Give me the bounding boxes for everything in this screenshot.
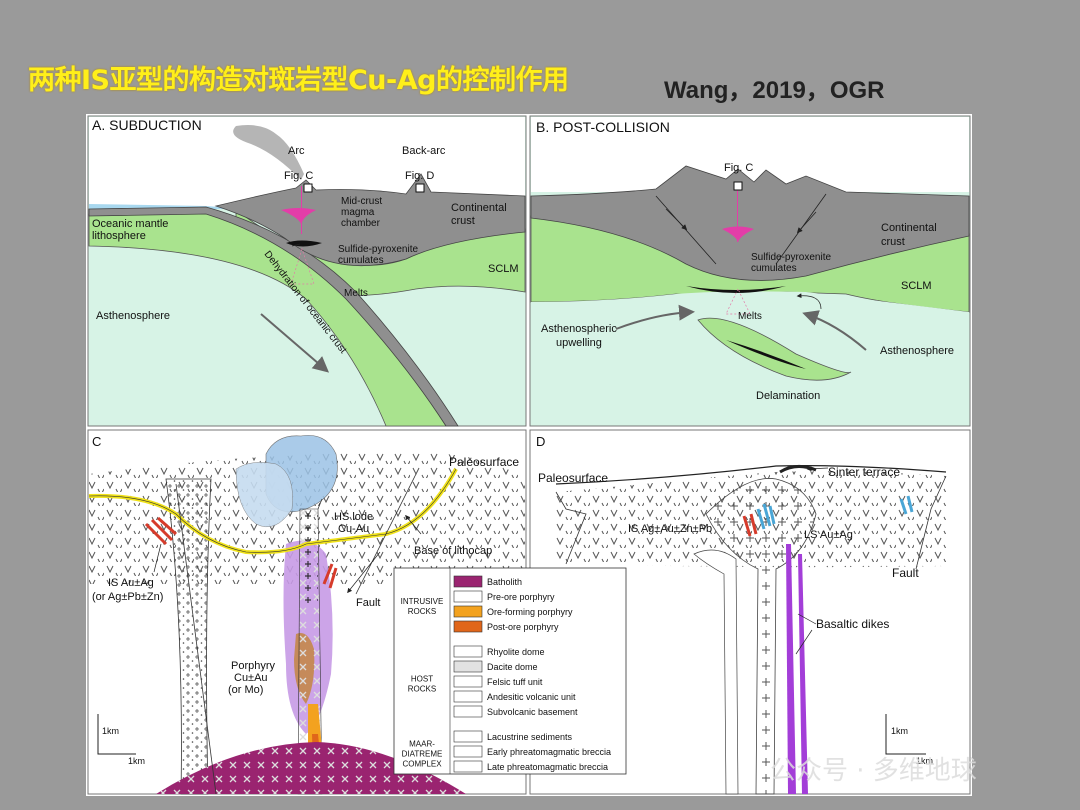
legend-item-label: Early phreatomagmatic breccia (487, 747, 611, 757)
ls-au-label: LS Au±Ag (804, 529, 853, 541)
fault-label-c: Fault (356, 597, 380, 609)
legend-swatch (454, 606, 482, 617)
panel-c-heading: C (92, 434, 101, 449)
mid-crust-label-2: magma (341, 207, 375, 218)
melts-label-b: Melts (738, 311, 762, 322)
legend-item-label: Andesitic volcanic unit (487, 692, 576, 702)
legend-swatch (454, 591, 482, 602)
scale-v-c: 1km (102, 726, 119, 736)
legend-item-label: Pre-ore porphyry (487, 592, 555, 602)
continental-crust-label-1: Continental (451, 202, 507, 214)
legend-group-label: DIATREME (402, 750, 443, 759)
sclm-label-b: SCLM (901, 280, 932, 292)
continental-crust-label-2: crust (451, 215, 475, 227)
basaltic-label: Basaltic dikes (816, 617, 889, 631)
fig-c-label: Fig. C (284, 170, 313, 182)
figure-svg: A. SUBDUCTION Arc Back-arc Fig. C Fig. D… (86, 114, 972, 796)
upwelling-label-2: upwelling (556, 337, 602, 349)
oceanic-mantle-label-1: Oceanic mantle (92, 218, 168, 230)
sulfide-label-b-2: cumulates (751, 263, 797, 274)
legend-item-label: Batholith (487, 577, 522, 587)
panel-b: B. POST-COLLISION Fig. C Continental cru… (530, 116, 970, 426)
legend-item-label: Late phreatomagmatic breccia (487, 762, 608, 772)
citation: Wang，2019，OGR (664, 70, 885, 105)
legend-group-label: ROCKS (408, 685, 436, 694)
legend-swatch (454, 621, 482, 632)
legend-swatch (454, 661, 482, 672)
legend-swatch (454, 576, 482, 587)
is-au-label-2: (or Ag±Pb±Zn) (92, 591, 163, 603)
legend-group-label: MAAR- (409, 740, 435, 749)
oceanic-mantle-label-2: lithosphere (92, 230, 146, 242)
legend-item-label: Subvolcanic basement (487, 707, 578, 717)
panel-b-heading: B. POST-COLLISION (536, 119, 670, 135)
fault-label-d: Fault (892, 566, 919, 580)
geology-figure: A. SUBDUCTION Arc Back-arc Fig. C Fig. D… (86, 114, 972, 796)
paleosurface-label-d: Paleosurface (538, 471, 608, 485)
legend-swatch (454, 646, 482, 657)
mid-crust-label-3: chamber (341, 218, 381, 229)
legend-item-label: Dacite dome (487, 662, 538, 672)
porphyry-label-2: Cu±Au (234, 672, 268, 684)
scale-v-d: 1km (891, 726, 908, 736)
fig-d-label: Fig. D (405, 170, 434, 182)
panel-a-heading: A. SUBDUCTION (92, 117, 202, 133)
legend-group-label: ROCKS (408, 607, 436, 616)
sinter-label: Sinter terrace (828, 465, 900, 479)
legend-swatch (454, 706, 482, 717)
asthenosphere-label-b: Asthenosphere (880, 345, 954, 357)
legend-group-label: INTRUSIVE (401, 597, 444, 606)
legend-item-label: Post-ore porphyry (487, 622, 559, 632)
legend-swatch (454, 676, 482, 687)
legend-swatch (454, 731, 482, 742)
hs-lode-label-2: Cu-Au (338, 523, 369, 535)
slide-title: 两种IS亚型的构造对斑岩型Cu-Ag的控制作用 (28, 58, 568, 97)
legend-swatch (454, 691, 482, 702)
continental-crust-b-1: Continental (881, 222, 937, 234)
legend-item-label: Rhyolite dome (487, 647, 545, 657)
back-arc-label: Back-arc (402, 145, 446, 157)
watermark: 公众号 · 多维地球 (770, 750, 977, 787)
is-ag-label: IS Ag±Au±Zn±Pb (628, 523, 712, 535)
sclm-label-a: SCLM (488, 263, 519, 275)
porphyry-label-1: Porphyry (231, 660, 276, 672)
base-lithocap-label: Base of lithocap (414, 545, 492, 557)
is-au-label-1: IS Au±Ag (108, 577, 154, 589)
panel-a: A. SUBDUCTION Arc Back-arc Fig. C Fig. D… (88, 116, 526, 426)
upwelling-label-1: Asthenospheric (541, 323, 617, 335)
sulfide-label-2: cumulates (338, 255, 384, 266)
legend-swatch (454, 746, 482, 757)
arc-label: Arc (288, 145, 305, 157)
panel-d-heading: D (536, 434, 545, 449)
legend-item-label: Ore-forming porphyry (487, 607, 573, 617)
delamination-label: Delamination (756, 390, 820, 402)
legend-item-label: Felsic tuff unit (487, 677, 543, 687)
legend-swatch (454, 761, 482, 772)
legend-item-label: Lacustrine sediments (487, 732, 573, 742)
asthenosphere-label-a: Asthenosphere (96, 310, 170, 322)
porphyry-label-3: (or Mo) (228, 684, 263, 696)
legend-group-label: COMPLEX (402, 760, 442, 769)
continental-crust-b-2: crust (881, 236, 905, 248)
sulfide-label-b-1: Sulfide-pyroxenite (751, 252, 831, 263)
hs-lode-label-1: HS lode (334, 511, 373, 523)
melts-label-a: Melts (344, 288, 368, 299)
fig-c-label-b: Fig. C (724, 162, 753, 174)
scale-h-c: 1km (128, 756, 145, 766)
paleosurface-label-c: Paleosurface (449, 455, 519, 469)
sulfide-label-1: Sulfide-pyroxenite (338, 244, 418, 255)
legend-group-label: HOST (411, 675, 433, 684)
mid-crust-label-1: Mid-crust (341, 196, 382, 207)
